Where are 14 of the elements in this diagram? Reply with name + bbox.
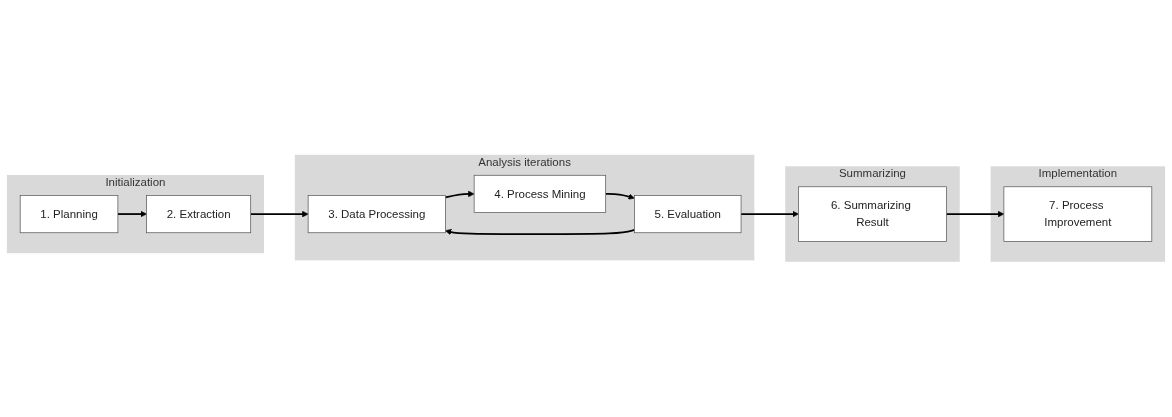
arrow	[604, 193, 635, 200]
arrow	[249, 211, 309, 218]
arrow	[116, 211, 147, 218]
node-box: 4. Process Mining	[473, 175, 607, 214]
arrow	[444, 190, 475, 199]
arrow	[945, 211, 1005, 218]
node-box: 2. Extraction	[146, 195, 252, 234]
node-box: 5. Evaluation	[634, 195, 742, 234]
node-box: 7. Process Improvement	[1003, 186, 1153, 242]
arrow	[445, 229, 636, 236]
arrow	[740, 211, 799, 218]
node-box: 6. Summarizing Result	[798, 186, 947, 242]
node-box: 3. Data Processing	[307, 195, 446, 234]
node-box: 1. Planning	[19, 195, 119, 234]
